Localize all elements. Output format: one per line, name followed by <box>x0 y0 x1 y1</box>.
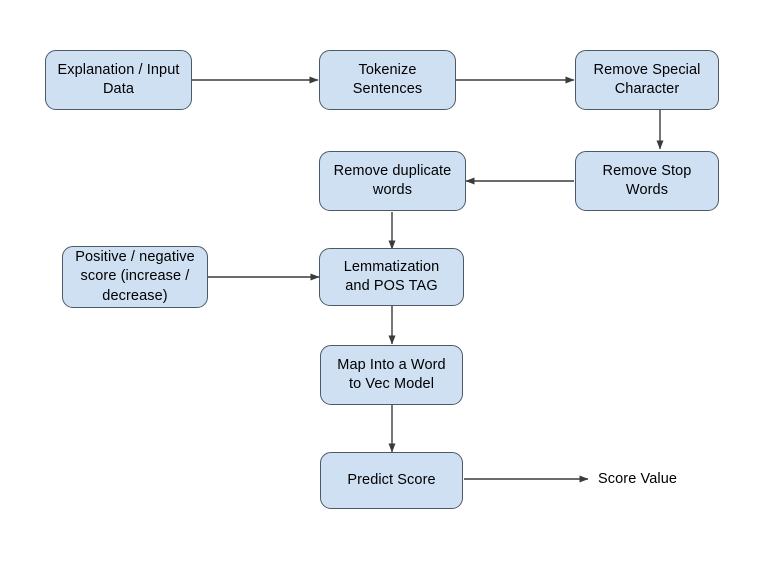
node-remove-special-character[interactable]: Remove Special Character <box>575 50 719 110</box>
node-tokenize-sentences[interactable]: Tokenize Sentences <box>319 50 456 110</box>
node-lemmatization-pos-tag[interactable]: Lemmatization and POS TAG <box>319 248 464 306</box>
node-explanation-input-data[interactable]: Explanation / Input Data <box>45 50 192 110</box>
node-predict-score[interactable]: Predict Score <box>320 452 463 509</box>
node-map-word-to-vec[interactable]: Map Into a Word to Vec Model <box>320 345 463 405</box>
node-remove-duplicate-words[interactable]: Remove duplicate words <box>319 151 466 211</box>
node-remove-stop-words[interactable]: Remove Stop Words <box>575 151 719 211</box>
label-score-value: Score Value <box>598 471 678 487</box>
node-positive-negative-score[interactable]: Positive / negative score (increase / de… <box>62 246 208 308</box>
